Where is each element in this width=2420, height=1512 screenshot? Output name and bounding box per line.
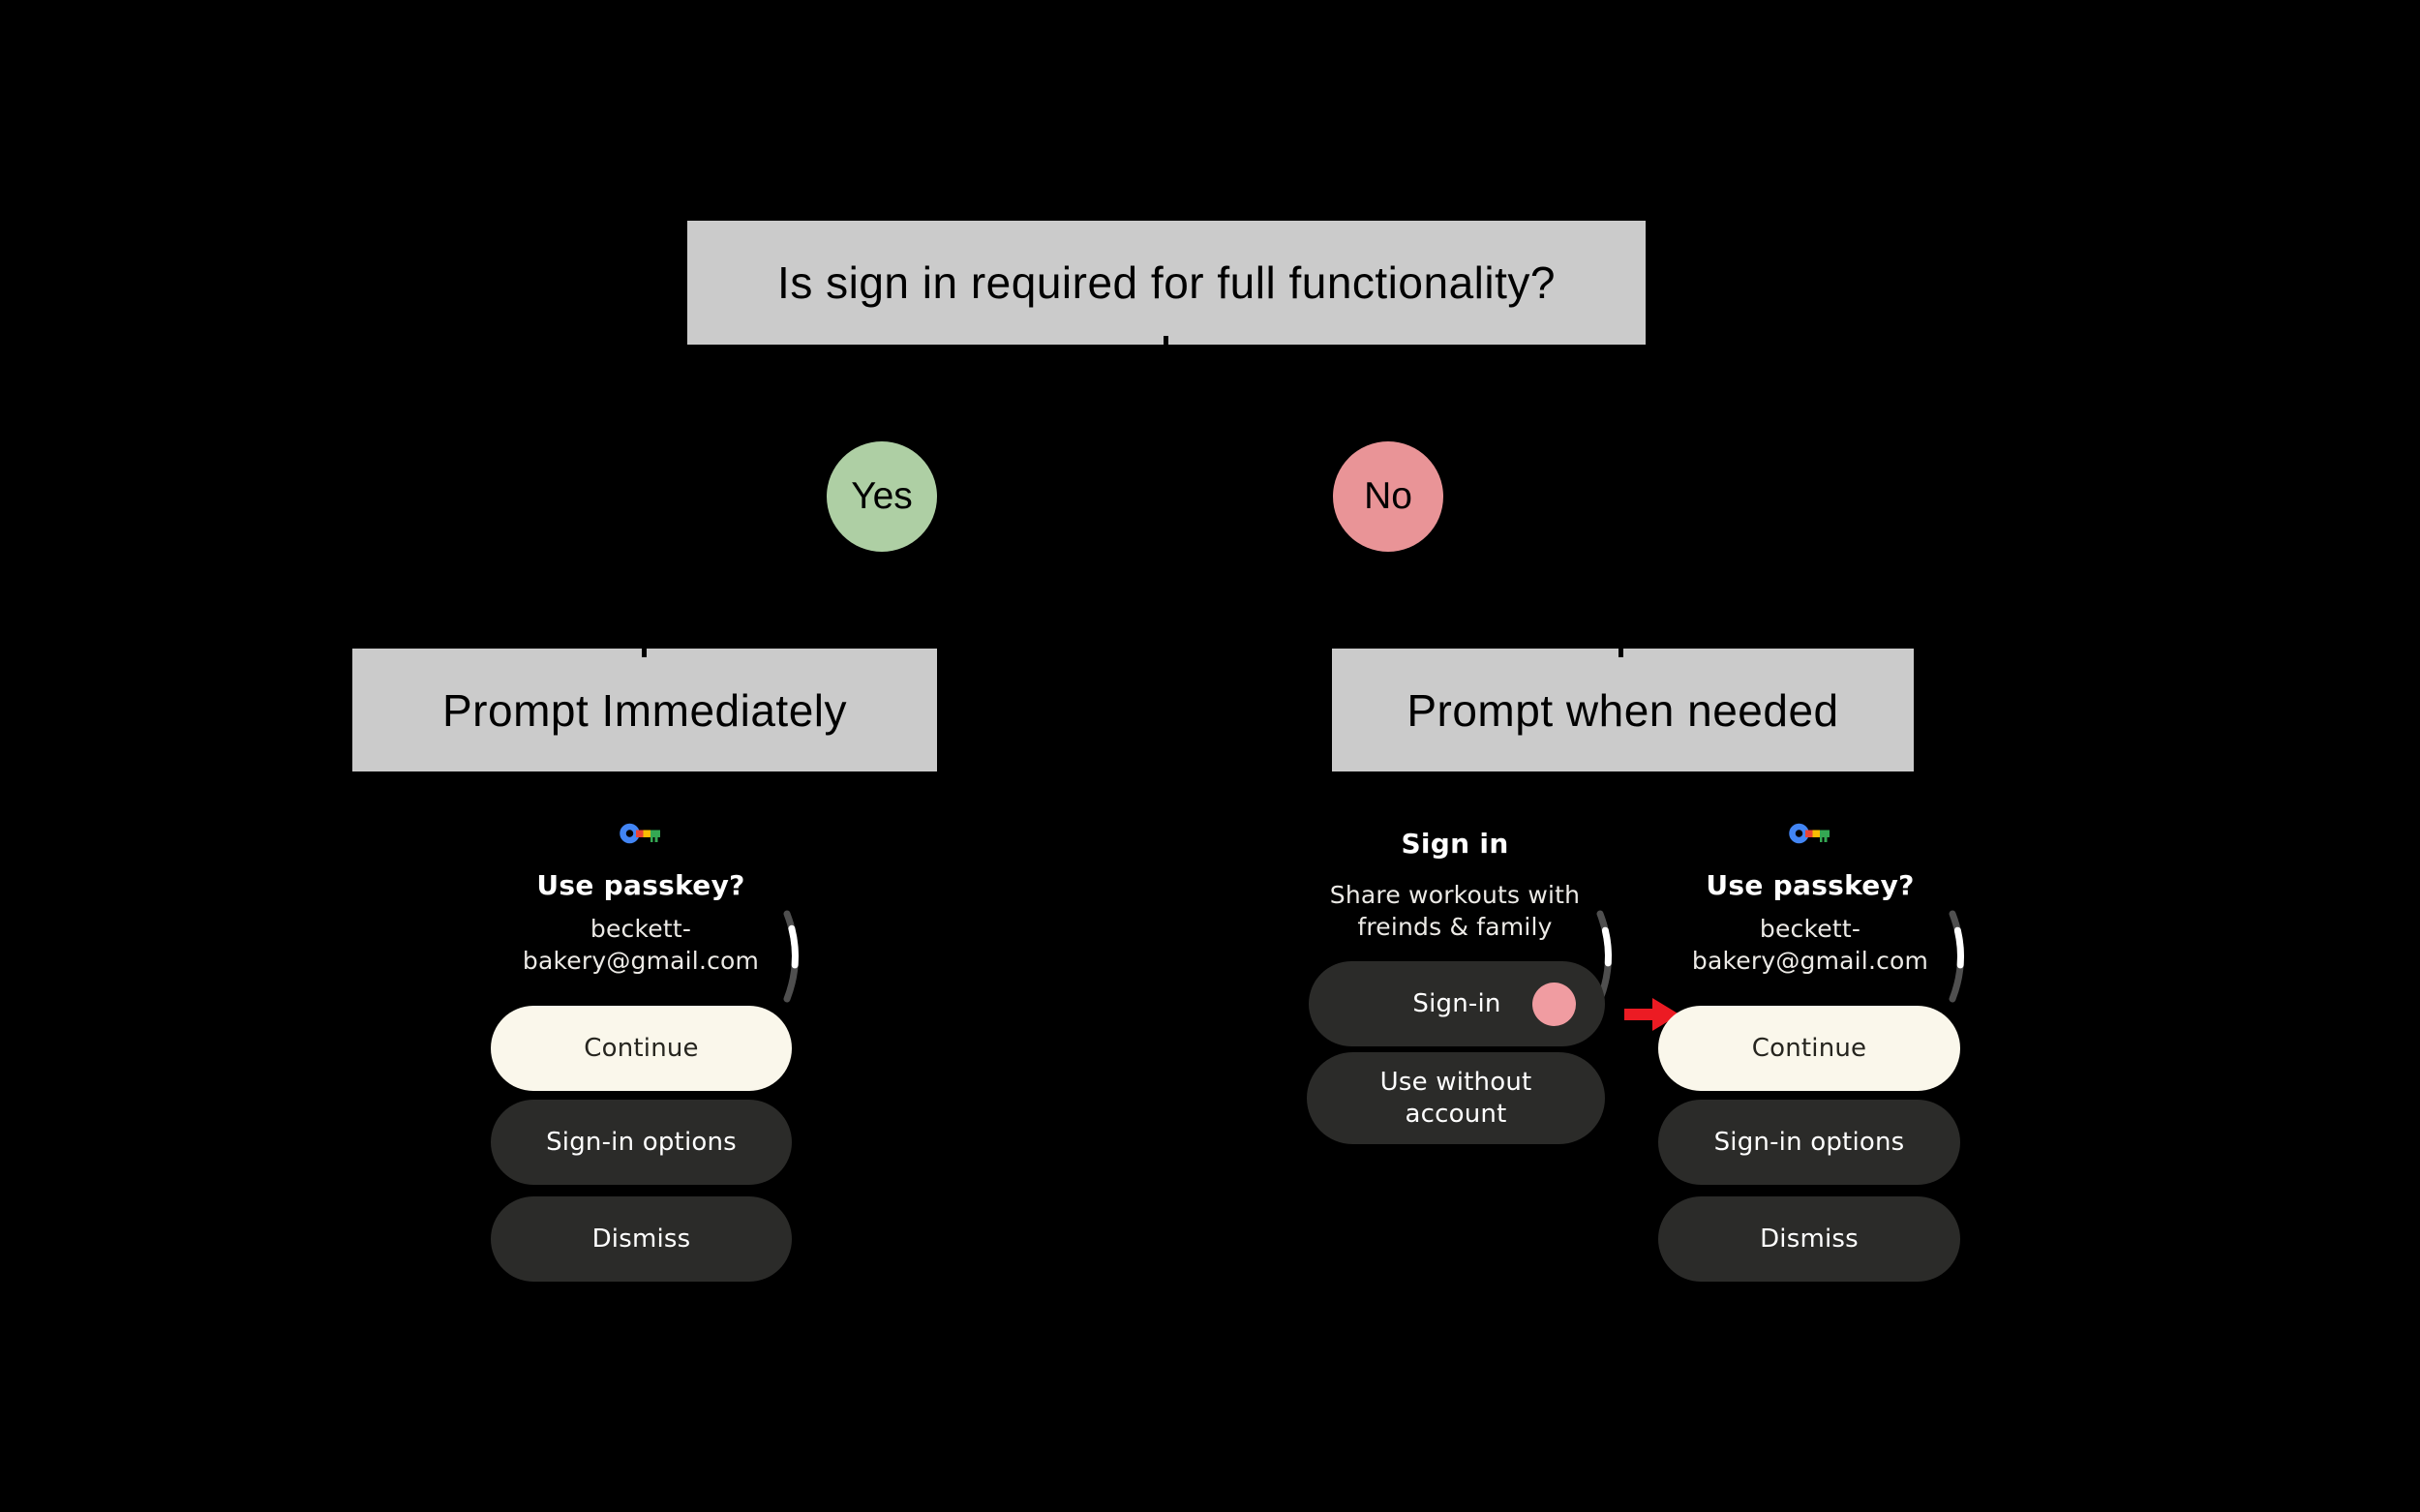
continue-label: Continue <box>584 1033 699 1063</box>
question-node: Is sign in required for full functionali… <box>687 221 1646 345</box>
sign-in-label: Sign-in <box>1412 988 1501 1018</box>
sign-in-description: Share workouts with freinds & family <box>1252 879 1658 943</box>
tap-dot-indicator <box>1532 983 1576 1026</box>
dismiss-label: Dismiss <box>1760 1224 1859 1254</box>
google-passkey-key-icon <box>1789 823 1830 844</box>
outcome-node-prompt-when-needed: Prompt when needed <box>1332 649 1914 771</box>
scroll-arc-indicator <box>783 910 799 1003</box>
description-line-2: freinds & family <box>1357 913 1553 941</box>
no-label: No <box>1364 475 1412 517</box>
no-branch-circle: No <box>1333 441 1443 552</box>
outcome-node-prompt-immediately: Prompt Immediately <box>352 649 937 771</box>
continue-label: Continue <box>1751 1033 1867 1063</box>
connector-tick <box>1618 649 1623 657</box>
passkey-title: Use passkey? <box>1706 869 1915 901</box>
arrow-tail <box>1624 1009 1654 1020</box>
use-without-account-line-2: account <box>1405 1099 1507 1129</box>
description-line-1: Share workouts with <box>1329 881 1581 909</box>
yes-branch-circle: Yes <box>827 441 937 552</box>
connector-tick <box>642 649 647 657</box>
sign-in-options-label: Sign-in options <box>546 1127 737 1157</box>
google-passkey-key-icon <box>620 823 660 844</box>
use-without-account-button[interactable]: Use without account <box>1307 1052 1605 1144</box>
yes-label: Yes <box>851 475 913 517</box>
sign-in-button[interactable]: Sign-in <box>1309 961 1605 1046</box>
sign-in-options-button[interactable]: Sign-in options <box>491 1100 792 1185</box>
use-without-account-line-1: Use without <box>1379 1067 1532 1097</box>
email-line-2: bakery@gmail.com <box>1691 947 1929 975</box>
email-line-1: beckett- <box>590 915 692 943</box>
question-text: Is sign in required for full functionali… <box>777 257 1556 308</box>
sign-in-title: Sign in <box>1401 828 1509 860</box>
outcome-text-left: Prompt Immediately <box>441 684 847 736</box>
passkey-title: Use passkey? <box>536 869 745 901</box>
dismiss-button[interactable]: Dismiss <box>1658 1196 1960 1282</box>
dismiss-label: Dismiss <box>591 1224 691 1254</box>
sign-in-options-label: Sign-in options <box>1713 1127 1905 1157</box>
continue-button[interactable]: Continue <box>491 1006 792 1091</box>
dismiss-button[interactable]: Dismiss <box>491 1196 792 1282</box>
continue-button[interactable]: Continue <box>1658 1006 1960 1091</box>
passkey-account-email: beckett- bakery@gmail.com <box>438 913 844 977</box>
outcome-text-right: Prompt when needed <box>1407 684 1839 736</box>
scroll-arc-indicator <box>1949 910 1964 1003</box>
passkey-account-email: beckett- bakery@gmail.com <box>1607 913 2013 977</box>
connector-tick <box>1164 336 1168 345</box>
sign-in-options-button[interactable]: Sign-in options <box>1658 1100 1960 1185</box>
email-line-2: bakery@gmail.com <box>522 947 760 975</box>
email-line-1: beckett- <box>1759 915 1861 943</box>
